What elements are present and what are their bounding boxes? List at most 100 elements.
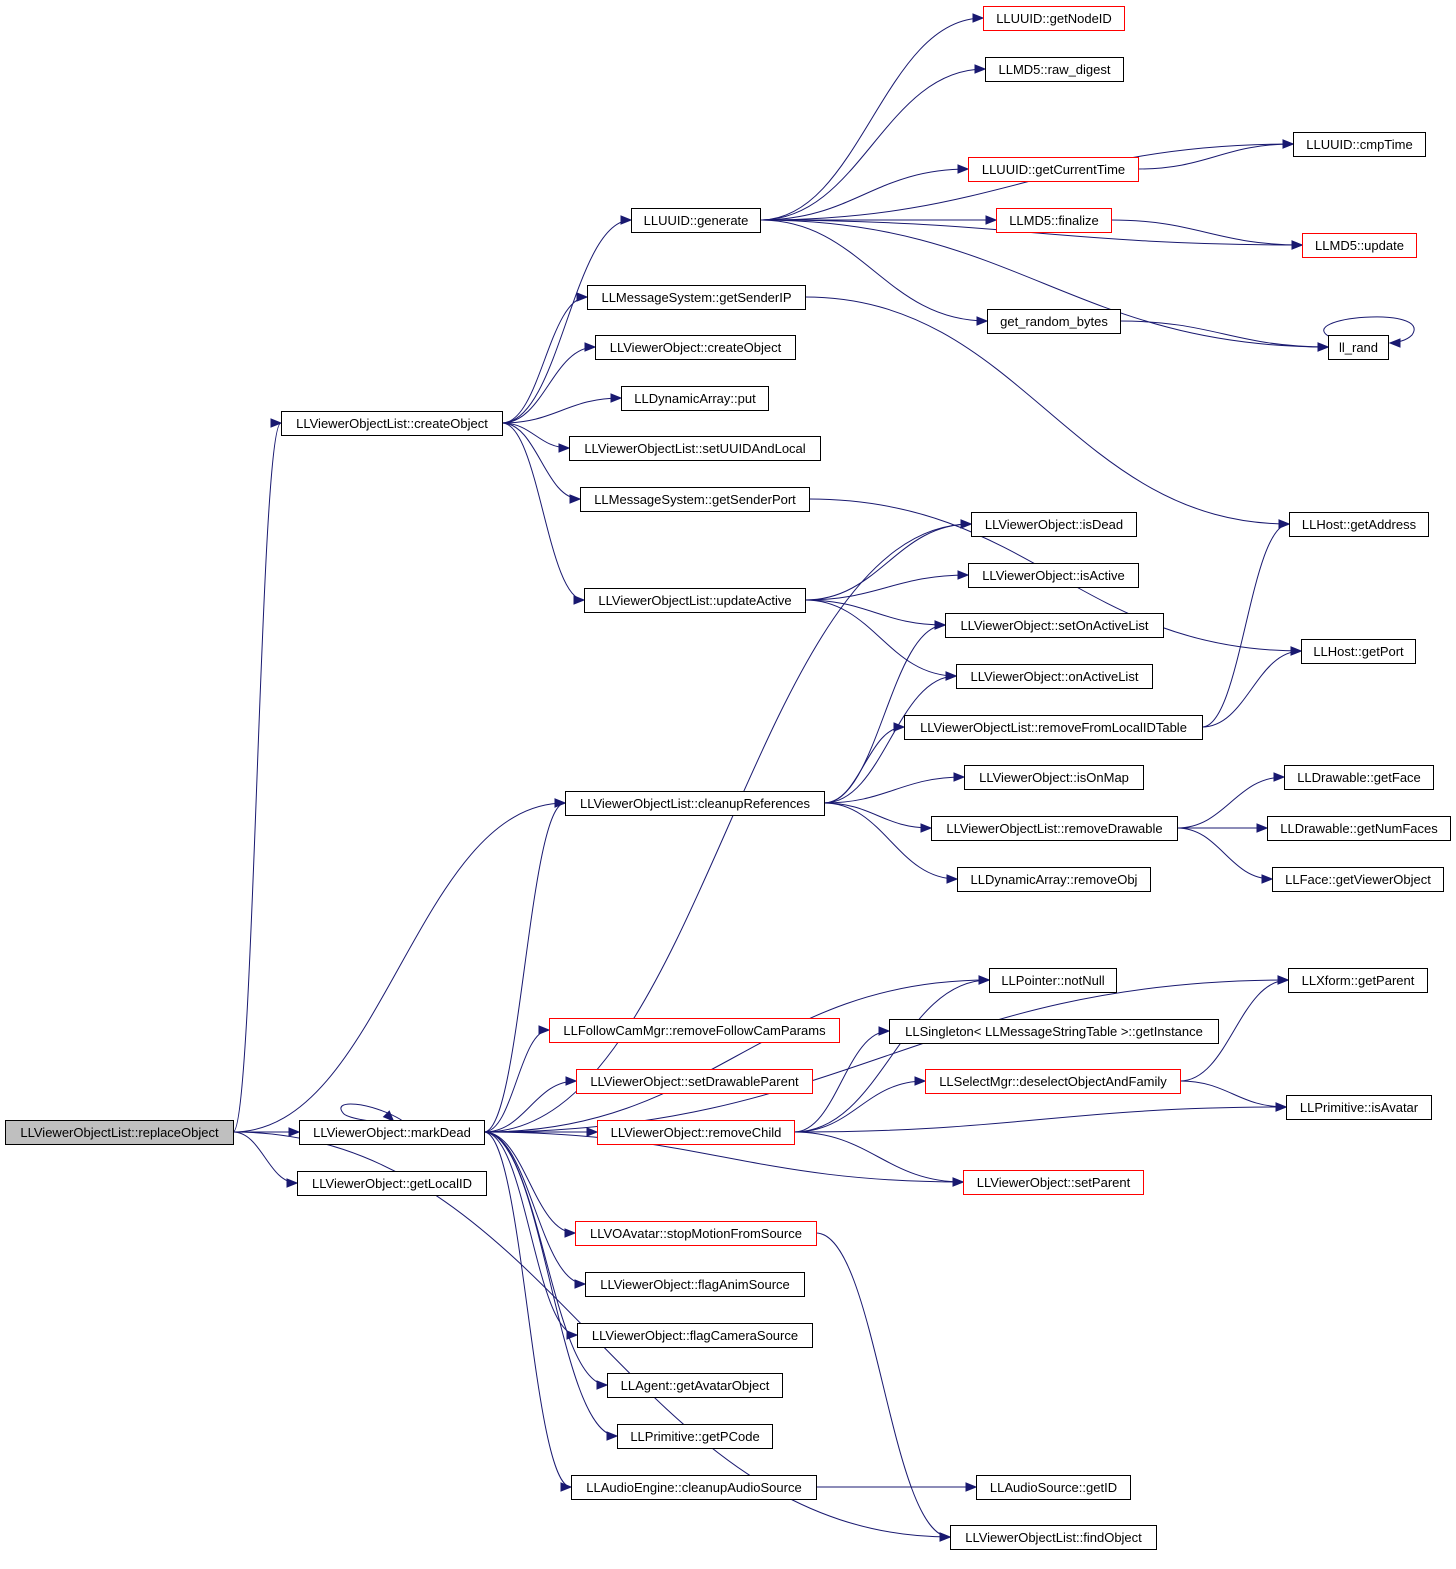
edge-removeChild-to-setParent [793,1131,965,1187]
edge-arrowhead [957,570,970,580]
edge-line [501,346,596,424]
node-isDead[interactable]: LLViewerObject::isDead [971,512,1137,537]
node-hostGetAddress[interactable]: LLHost::getAddress [1289,512,1429,537]
node-box [931,816,1178,841]
node-removeChild[interactable]: LLViewerObject::removeChild [597,1120,795,1145]
node-setOnActiveList[interactable]: LLViewerObject::setOnActiveList [945,613,1164,638]
edge-stopMotionFromSource-to-findObject [815,1232,952,1542]
edge-deselectObjectAndFamily-to-xformGetParent [1179,975,1290,1082]
node-box [631,208,761,233]
edge-line [483,1029,550,1133]
node-notNull[interactable]: LLPointer::notNull [989,968,1117,993]
edge-markDead-to-isDead [483,519,973,1133]
node-singletonGetInstance[interactable]: LLSingleton< LLMessageStringTable >::get… [889,1019,1219,1044]
node-md5Finalize[interactable]: LLMD5::finalize [996,208,1112,233]
edge-line [1179,1080,1287,1108]
edge-arrowhead [286,1178,299,1188]
node-updateActive[interactable]: LLViewerObjectList::updateActive [584,588,806,613]
edge-cleanupRefs-to-onActiveList [823,671,958,804]
edge-arrowhead [953,772,966,782]
node-getFace[interactable]: LLDrawable::getFace [1284,765,1434,790]
node-getViewerObject[interactable]: LLFace::getViewerObject [1272,867,1444,892]
edge-line [793,1131,964,1183]
node-voCreateObject[interactable]: LLViewerObject::createObject [595,335,796,360]
node-box [617,1424,773,1449]
node-root[interactable]: LLViewerObjectList::replaceObject [5,1120,234,1145]
node-label: LLViewerObject::getLocalID [312,1176,472,1191]
edge-markDead-to-xformGetParent [483,975,1290,1133]
edge-removeChild-to-singletonGetInstance [793,1026,891,1133]
node-audioGetID[interactable]: LLAudioSource::getID [976,1475,1131,1500]
node-getSenderPort[interactable]: LLMessageSystem::getSenderPort [580,487,810,512]
edge-arrowhead [569,494,582,504]
node-llRand[interactable]: ll_rand [1328,335,1389,360]
node-getPCode[interactable]: LLPrimitive::getPCode [617,1424,773,1449]
node-xformGetParent[interactable]: LLXform::getParent [1288,968,1428,993]
edge-line [501,422,581,500]
edge-line [759,219,988,322]
node-getRandomBytes[interactable]: get_random_bytes [987,309,1121,334]
node-removeFromLocalIDTable[interactable]: LLViewerObjectList::removeFromLocalIDTab… [904,715,1203,740]
node-getLocalID[interactable]: LLViewerObject::getLocalID [297,1171,487,1196]
edge-line [1201,523,1290,728]
node-label: LLVOAvatar::stopMotionFromSource [590,1226,802,1241]
edge-cleanupRefs-to-removeDrawable [823,802,933,833]
edge-line [483,1131,572,1488]
node-createObjectList[interactable]: LLViewerObjectList::createObject [281,411,503,436]
node-findObject[interactable]: LLViewerObjectList::findObject [950,1525,1157,1550]
node-box [968,157,1139,182]
node-dynPut[interactable]: LLDynamicArray::put [621,386,769,411]
node-box [1289,512,1429,537]
node-box [565,791,825,816]
edge-arrowhead [610,393,623,403]
node-cmpTime[interactable]: LLUUID::cmpTime [1293,132,1426,157]
node-setDrawableParent[interactable]: LLViewerObject::setDrawableParent [576,1069,813,1094]
node-cleanupAudioSource[interactable]: LLAudioEngine::cleanupAudioSource [571,1475,817,1500]
node-deselectObjectAndFamily[interactable]: LLSelectMgr::deselectObjectAndFamily [925,1069,1181,1094]
edge-createObjectList-to-dynPut [501,393,623,424]
node-flagCameraSource[interactable]: LLViewerObject::flagCameraSource [577,1323,813,1348]
edge-createObjectList-to-updateActive [501,422,586,605]
node-box [904,715,1203,740]
node-rawDigest[interactable]: LLMD5::raw_digest [985,57,1124,82]
node-getSenderIP[interactable]: LLMessageSystem::getSenderIP [587,285,806,310]
node-uuidGenerate[interactable]: LLUUID::generate [631,208,761,233]
edge-uuidGenerate-to-getNodeID [759,13,985,221]
node-stopMotionFromSource[interactable]: LLVOAvatar::stopMotionFromSource [575,1221,817,1246]
node-label: LLDynamicArray::put [634,391,756,406]
edge-arrowhead [1261,874,1274,884]
edge-line [759,168,969,221]
node-flagAnimSource[interactable]: LLViewerObject::flagAnimSource [585,1272,805,1297]
node-md5Update[interactable]: LLMD5::update [1302,233,1417,258]
node-box [595,335,796,360]
edge-root-to-cleanupRefs [232,798,567,1133]
node-markDead[interactable]: LLViewerObject::markDead [299,1120,485,1145]
node-cleanupRefs[interactable]: LLViewerObjectList::cleanupReferences [565,791,825,816]
node-label: LLUUID::cmpTime [1306,137,1412,152]
node-label: LLViewerObject::onActiveList [971,669,1139,684]
node-getNodeID[interactable]: LLUUID::getNodeID [983,6,1125,31]
node-setUUIDAndLocal[interactable]: LLViewerObjectList::setUUIDAndLocal [569,436,821,461]
node-removeDrawable[interactable]: LLViewerObjectList::removeDrawable [931,816,1178,841]
node-getAvatarObject[interactable]: LLAgent::getAvatarObject [607,1373,783,1398]
node-label: LLFace::getViewerObject [1285,872,1431,887]
node-removeObj[interactable]: LLDynamicArray::removeObj [957,867,1151,892]
node-box [945,613,1164,638]
node-box [299,1120,485,1145]
node-onActiveList[interactable]: LLViewerObject::onActiveList [956,664,1153,689]
node-label: LLViewerObject::setDrawableParent [590,1074,799,1089]
node-box [957,867,1151,892]
node-hostGetPort[interactable]: LLHost::getPort [1301,639,1416,664]
node-isAvatar[interactable]: LLPrimitive::isAvatar [1286,1095,1432,1120]
node-isActive[interactable]: LLViewerObject::isActive [968,563,1139,588]
edge-createObjectList-to-voCreateObject [501,342,597,424]
node-box [971,512,1137,537]
edge-line [501,296,588,424]
node-getCurrentTime[interactable]: LLUUID::getCurrentTime [968,157,1139,182]
node-isOnMap[interactable]: LLViewerObject::isOnMap [964,765,1144,790]
node-setParent[interactable]: LLViewerObject::setParent [963,1170,1144,1195]
node-getNumFaces[interactable]: LLDrawable::getNumFaces [1267,816,1451,841]
node-box [580,487,810,512]
edge-markDead-to-notNull [483,975,991,1133]
node-removeFollowCam[interactable]: LLFollowCamMgr::removeFollowCamParams [549,1018,840,1043]
